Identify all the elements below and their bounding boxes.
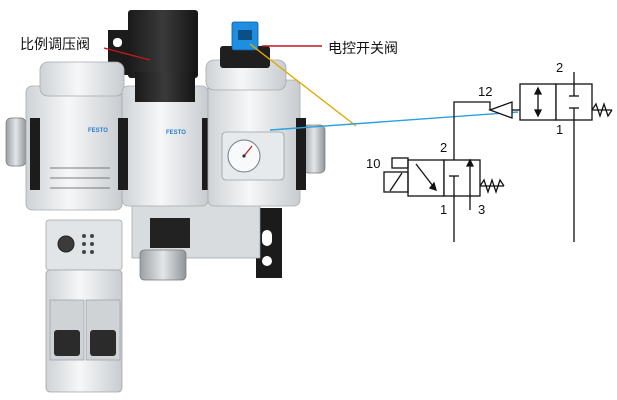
pressure-pointer-line xyxy=(269,111,519,131)
solenoid-pointer-line xyxy=(249,43,357,127)
main-valve-symbol xyxy=(383,157,505,197)
pilot-valve-port-12: 12 xyxy=(478,84,492,99)
main-valve-port-1: 1 xyxy=(440,202,447,217)
brand-label: FESTO xyxy=(166,130,186,136)
pilot-valve-symbol xyxy=(488,83,613,121)
main-valve-port-2: 2 xyxy=(440,140,447,155)
solenoid-valve-label: 电控开关阀 xyxy=(328,41,398,57)
proportional-valve-label: 比例调压阀 xyxy=(20,37,90,53)
main-valve-port-3: 3 xyxy=(478,202,485,217)
pilot-valve-port-1: 1 xyxy=(556,122,563,137)
brand-label: FESTO xyxy=(88,128,108,134)
bottom-fitting xyxy=(139,249,187,281)
main-valve-port-10: 10 xyxy=(366,156,380,171)
proportional-actuator xyxy=(128,10,198,78)
pilot-valve-port-2: 2 xyxy=(556,60,563,75)
connector-socket xyxy=(57,235,75,253)
proportional-pointer-line xyxy=(103,47,151,61)
